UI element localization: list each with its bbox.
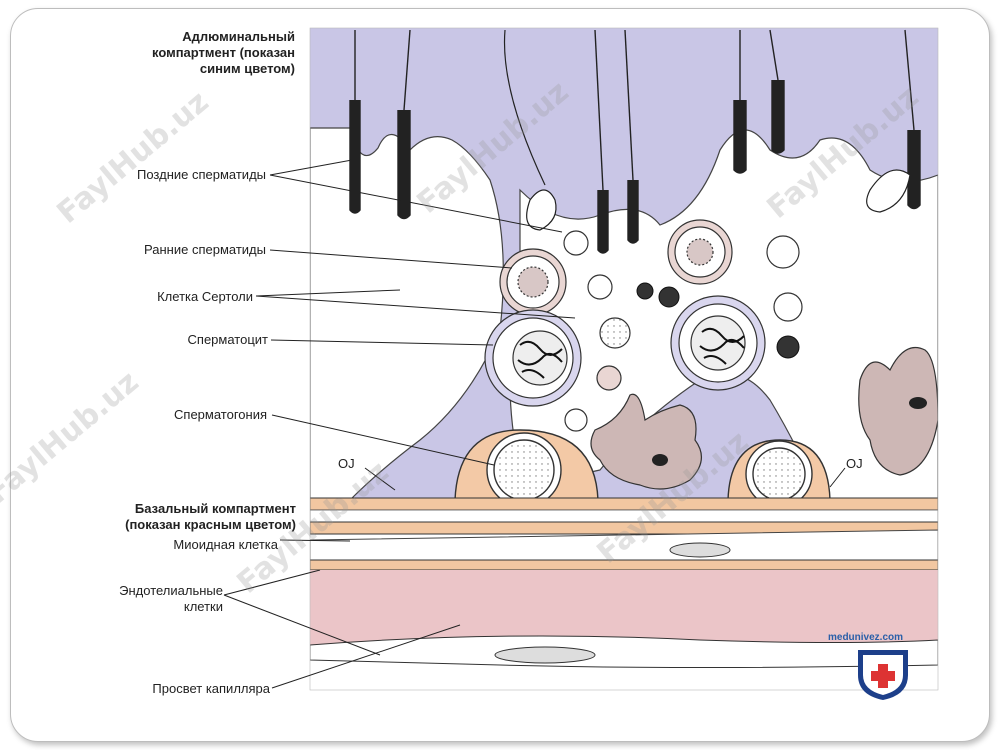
sertoli-cell-label: Клетка Сертоли [157,289,253,304]
condensed-nucleus [636,282,800,359]
oj-right-label: OJ [846,456,863,471]
residual-body-nucleus [652,454,668,466]
basal-lamina [310,497,938,511]
oj-left-label: OJ [338,456,355,471]
leader-lines [223,159,846,689]
adluminal-label-line: компартмент (показан [151,45,295,60]
elongating-spermatid-tail [503,29,546,186]
basal-label-line: (показан красным цветом) [125,517,296,532]
early-spermatids-label: Ранние сперматиды [144,242,266,257]
spermatocyte-label: Сперматоцит [187,332,268,347]
adluminal-label: Адлюминальный компартмент (показан синим… [80,29,295,77]
spermatocyte-cell [484,295,766,407]
endothelial-nucleus [494,646,596,664]
spermatogonia-label: Сперматогония [174,407,267,422]
myoid-layer-3 [310,559,938,571]
basal-label-line: Базальный компартмент [134,501,296,516]
adluminal-label-line: синим цветом) [199,61,295,76]
elongating-spermatid-2 [866,169,911,213]
residual-body [590,393,702,490]
myoid-nucleus [669,542,731,558]
myoid-cell-label: Миоидная клетка [173,537,278,552]
early-spermatid [563,230,803,432]
myoid-layer-2 [310,521,938,535]
residual-body-2 [858,346,938,476]
endothelial-label-line: Эндотелиальные [119,583,223,598]
endothelial-label: Эндотелиальные клетки [40,583,223,615]
basal-label: Базальный компартмент (показан красным ц… [40,501,296,533]
late-spermatid [349,29,921,254]
site-url: medunivez.com [828,632,904,643]
endothelial-cell [310,635,938,668]
capillary-lumen-area [310,570,938,645]
elongating-spermatid [526,189,557,231]
spermatogonium [454,429,831,508]
round-spermatid [499,219,733,316]
adluminal-label-line: Адлюминальный [182,29,295,44]
myoid-cell [310,529,938,569]
capillary-lumen-label: Просвет капилляра [152,681,270,696]
sertoli-cell-body [310,127,504,501]
endothelial-label-line: клетки [183,599,223,614]
residual-body-2-nucleus [909,397,927,409]
late-spermatids-label: Поздние сперматиды [137,167,266,182]
site-logo [858,650,908,700]
dividing-cell [596,317,631,391]
